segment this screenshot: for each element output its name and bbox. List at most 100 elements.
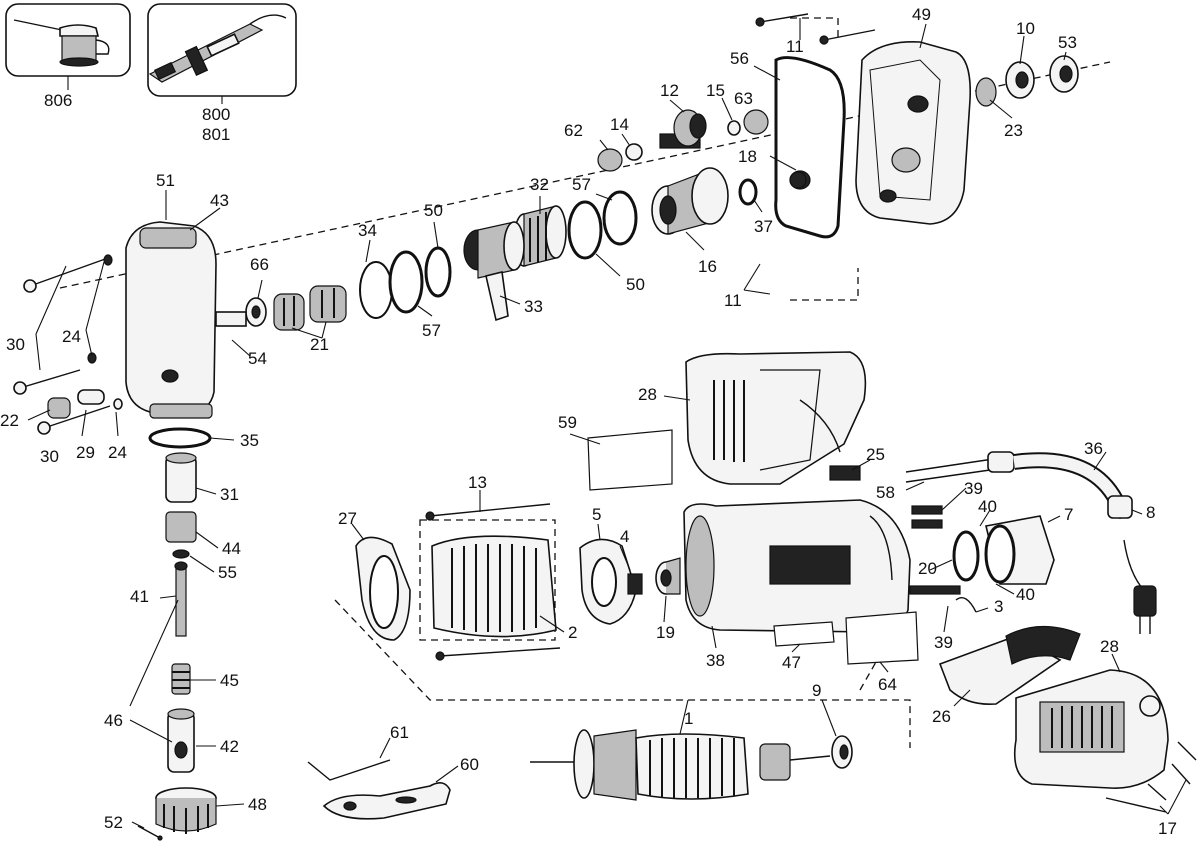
label-40-top: 40 (978, 497, 997, 516)
label-8: 8 (1146, 503, 1155, 522)
label-3: 3 (994, 597, 1003, 616)
bearing-19 (655, 557, 681, 595)
label-64: 64 (878, 675, 897, 694)
label-11-top: 11 (786, 37, 804, 56)
label-36: 36 (1084, 439, 1103, 458)
label-7: 7 (1064, 505, 1073, 524)
label-37: 37 (754, 217, 773, 236)
leader-lines (27, 18, 1187, 829)
stator-2-bolts-13 (425, 503, 561, 661)
washer-14-15-63-62 (597, 109, 769, 172)
gear-housing-49 (855, 41, 972, 225)
label-48: 48 (248, 795, 267, 814)
upper-housing-28 (685, 351, 867, 485)
label-23: 23 (1004, 121, 1023, 140)
chuck-nut-48 (155, 787, 217, 834)
spindle-41 (174, 561, 188, 637)
label-50-left: 50 (424, 201, 443, 220)
label-59 (587, 429, 673, 491)
bearing-10-23-53 (975, 55, 1079, 107)
label-2: 2 (568, 623, 577, 642)
label-10: 10 (1016, 19, 1035, 38)
o-ring-35 (148, 427, 212, 449)
sleeve-44-ring-55 (165, 511, 197, 559)
end-bracket-27 (355, 536, 411, 641)
label-50-right: 50 (626, 275, 645, 294)
label-17: 17 (1158, 819, 1177, 838)
oil-can-inset (5, 3, 131, 77)
label-49: 49 (912, 5, 931, 24)
label-15: 15 (706, 81, 725, 100)
label-29: 29 (76, 443, 95, 462)
pin-52 (137, 825, 163, 841)
label-45: 45 (220, 671, 239, 690)
label-30-top: 30 (6, 335, 25, 354)
armature-1-bearing-9 (530, 729, 853, 801)
cover-26 (938, 625, 1081, 706)
label-27: 27 (338, 509, 357, 528)
label-28-top: 28 (638, 385, 657, 404)
rings-34-50-57 (359, 246, 452, 319)
label-38: 38 (706, 651, 725, 670)
labels-47-64 (773, 611, 919, 665)
label-16: 16 (698, 257, 717, 276)
cable-36-plug-8 (905, 451, 1157, 634)
label-800: 800 (202, 105, 230, 124)
label-806: 806 (44, 91, 72, 110)
label-19: 19 (656, 623, 675, 642)
label-14: 14 (610, 115, 629, 134)
label-42: 42 (220, 737, 239, 756)
label-52: 52 (104, 813, 123, 832)
label-58: 58 (876, 483, 895, 502)
label-28-bottom: 28 (1100, 637, 1119, 656)
collet-42-46 (167, 708, 195, 773)
label-44: 44 (222, 539, 241, 558)
label-62: 62 (564, 121, 583, 140)
label-51: 51 (156, 171, 175, 190)
baffle-5-bracket-4 (579, 538, 643, 625)
needle-bearing-21-66 (245, 285, 347, 331)
label-12: 12 (660, 81, 679, 100)
label-18: 18 (738, 147, 757, 166)
hex-key-61 (307, 759, 391, 781)
label-33: 33 (524, 297, 543, 316)
brush-3 (955, 597, 977, 613)
gear-case-43 (125, 221, 247, 419)
seal-57-50-ring (567, 190, 638, 260)
oil-can-icon (13, 19, 110, 67)
label-63: 63 (734, 89, 753, 108)
label-22: 22 (0, 411, 19, 430)
screws-17 (1105, 741, 1197, 813)
label-57-top: 57 (572, 175, 591, 194)
label-13: 13 (468, 473, 487, 492)
label-40-bottom: 40 (1016, 585, 1035, 604)
label-61: 61 (390, 723, 409, 742)
gasket-56 (774, 56, 846, 239)
label-5: 5 (592, 505, 601, 524)
label-34: 34 (358, 221, 377, 240)
label-39-top: 39 (964, 479, 983, 498)
label-60: 60 (460, 755, 479, 774)
part-labels: 806 800 801 11 49 10 53 56 12 15 63 62 1… (0, 5, 1177, 838)
label-32: 32 (530, 175, 549, 194)
label-25: 25 (866, 445, 885, 464)
label-43: 43 (210, 191, 229, 210)
housing-sleeve-33 (463, 221, 525, 322)
label-11-bottom: 11 (724, 291, 742, 310)
gear-16 (651, 167, 729, 235)
label-53: 53 (1058, 33, 1077, 52)
grease-gun-inset (147, 3, 297, 97)
motor-housing-38 (683, 499, 911, 633)
label-26: 26 (932, 707, 951, 726)
label-66: 66 (250, 255, 269, 274)
label-56: 56 (730, 49, 749, 68)
bearing-18-37 (738, 171, 807, 206)
label-47: 47 (782, 653, 801, 672)
lower-housing-28 (1013, 669, 1169, 789)
label-55: 55 (218, 563, 237, 582)
label-1: 1 (684, 709, 693, 728)
label-20: 20 (918, 559, 937, 578)
grease-gun-icon (148, 14, 287, 83)
label-30-bottom: 30 (40, 447, 59, 466)
